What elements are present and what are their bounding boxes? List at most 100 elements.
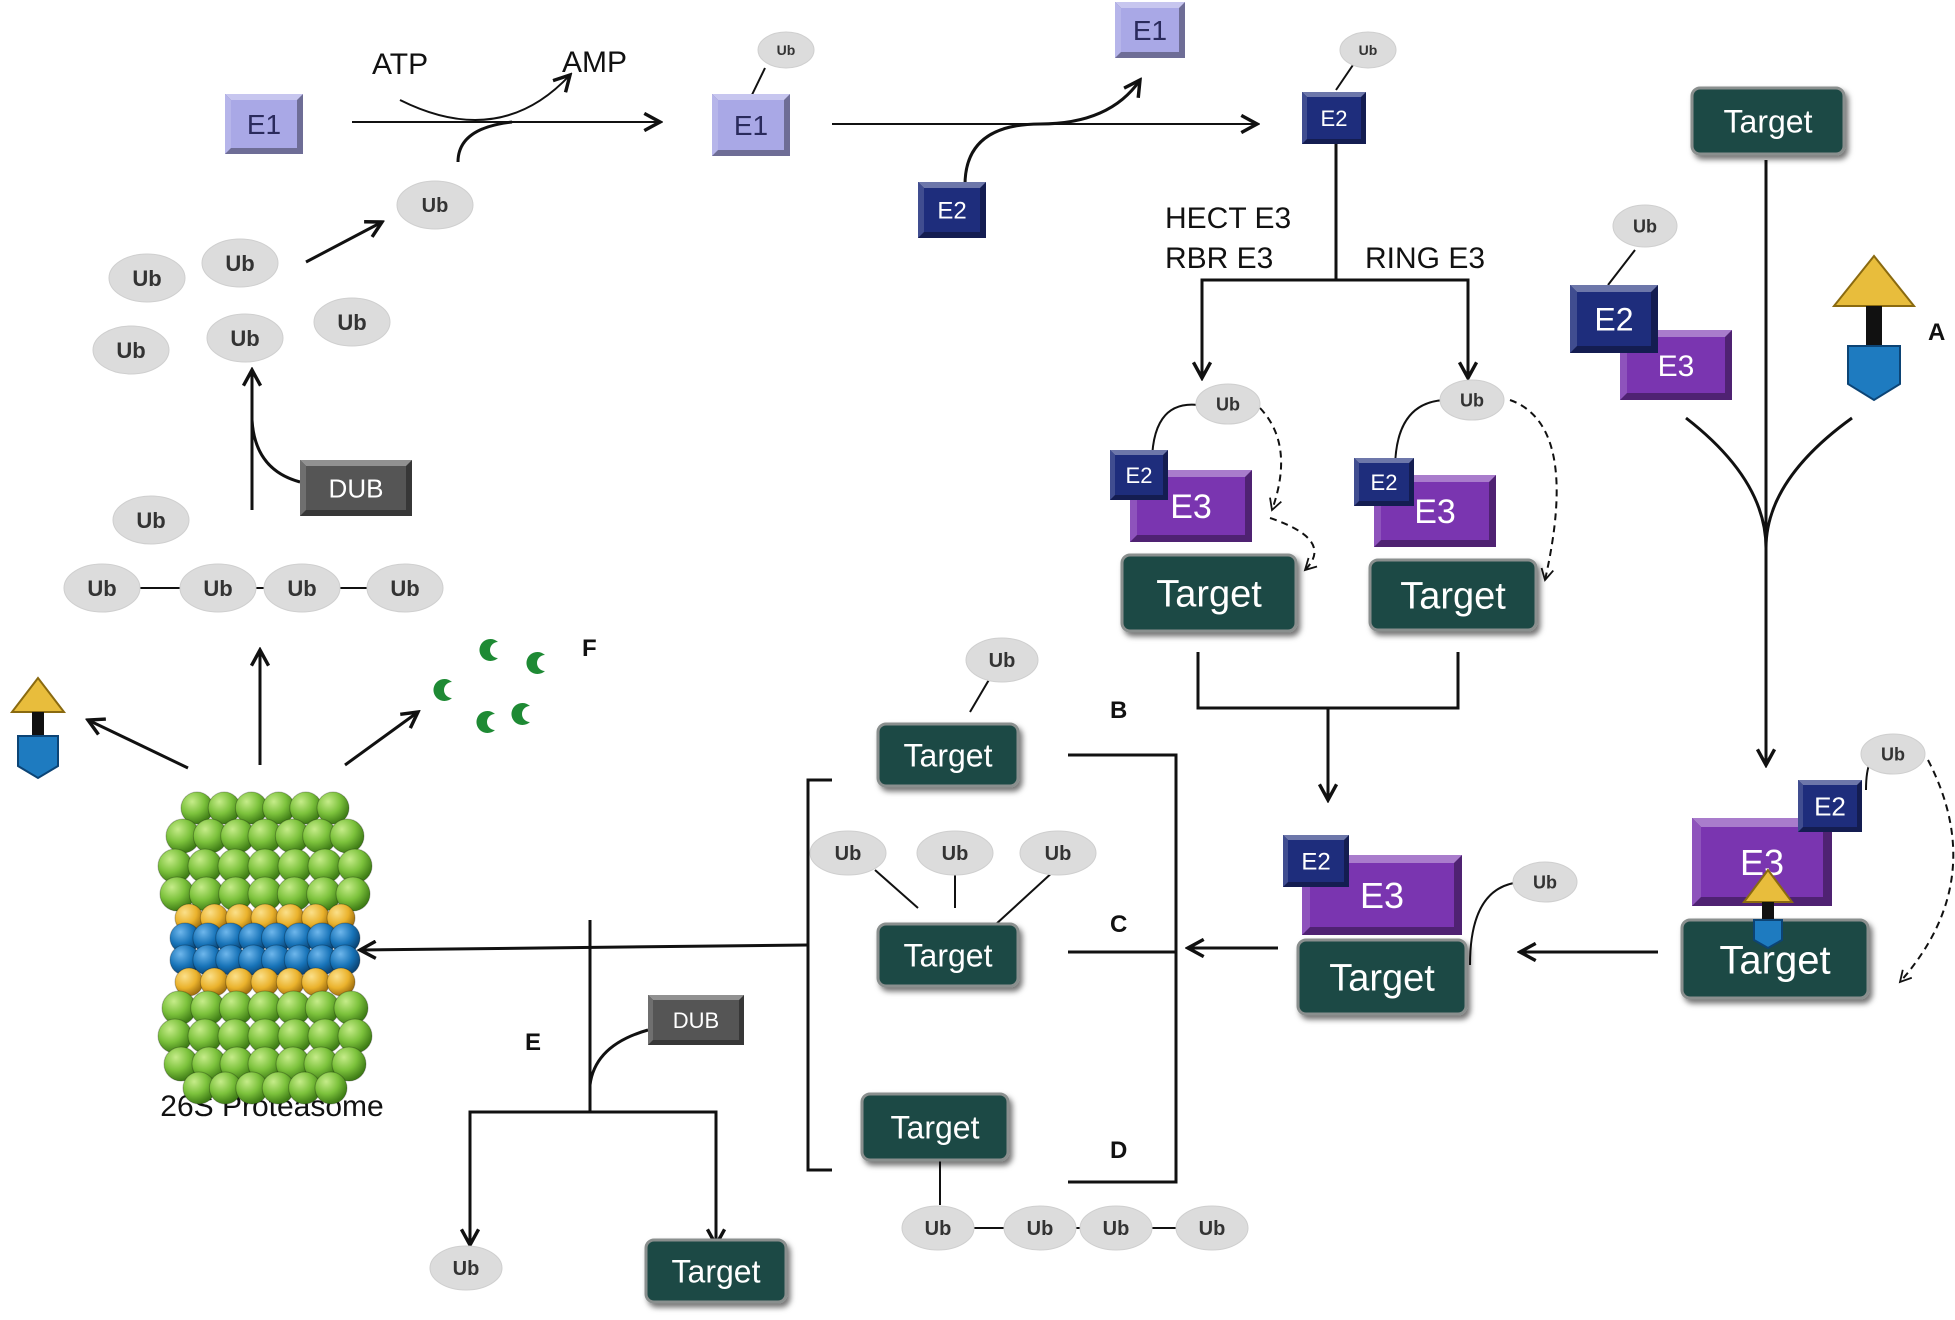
e2-ring-box: E2 bbox=[1354, 458, 1414, 506]
target-middle-label: Target bbox=[1329, 958, 1435, 1000]
target-top-right-label: Target bbox=[1724, 104, 1813, 140]
e2-ub-box: E2 bbox=[1302, 92, 1366, 144]
ub-pool-1-label: Ub bbox=[132, 266, 161, 291]
ub-chain-3-label: Ub bbox=[287, 576, 316, 601]
ub-on-e1: Ub bbox=[757, 31, 815, 69]
e1-ub-box-label: E1 bbox=[734, 110, 768, 141]
target-multi-ub: Target bbox=[876, 922, 1020, 988]
target-free-e: Target bbox=[644, 1238, 788, 1304]
ub-middle-label: Ub bbox=[1533, 872, 1557, 892]
proteasome-26s-icon bbox=[157, 791, 373, 1105]
ub-free-e: Ub bbox=[429, 1245, 503, 1291]
ub-multi-3: Ub bbox=[1019, 830, 1097, 876]
e1-ub-box: E1 bbox=[712, 94, 790, 156]
ub-chain-1: Ub bbox=[63, 563, 141, 613]
label-d: D bbox=[1110, 1137, 1127, 1164]
ub-poly-2-label: Ub bbox=[1027, 1218, 1054, 1240]
ub-pool-5: Ub bbox=[313, 297, 391, 347]
arrow-atp-amp bbox=[399, 75, 570, 121]
ub-entry-curve bbox=[456, 120, 513, 163]
label-b: B bbox=[1110, 697, 1127, 724]
e2-hect-box-label: E2 bbox=[1126, 463, 1153, 488]
ub-hect: Ub bbox=[1195, 383, 1261, 425]
target-free-e-label: Target bbox=[672, 1254, 761, 1290]
target-hect-label: Target bbox=[1156, 574, 1262, 616]
arrow-release-substrate bbox=[88, 720, 189, 770]
ub-pool-3: Ub bbox=[92, 325, 170, 375]
e3-middle-box-label: E3 bbox=[1360, 875, 1404, 916]
ub-free-e-label: Ub bbox=[453, 1258, 480, 1280]
e2-ring-box-label: E2 bbox=[1371, 470, 1398, 495]
e3-free-box: E3 bbox=[1620, 330, 1732, 400]
ub-ring: Ub bbox=[1439, 379, 1505, 421]
peptide-fragments bbox=[433, 639, 545, 733]
ub-poly-4: Ub bbox=[1175, 1205, 1249, 1251]
target-mono-ub: Target bbox=[876, 722, 1020, 788]
released-base-icon bbox=[17, 735, 59, 780]
label-c: C bbox=[1110, 911, 1127, 938]
dub-cleave-box: DUB bbox=[648, 995, 744, 1045]
dub-cleave-box-label: DUB bbox=[673, 1008, 719, 1033]
e1-released-box-label: E1 bbox=[1133, 15, 1167, 46]
ub-mono: Ub bbox=[965, 637, 1039, 683]
atp-label: ATP bbox=[372, 48, 428, 81]
ub-middle: Ub bbox=[1512, 861, 1578, 903]
arrow-e2-transfer bbox=[963, 80, 1140, 186]
dub-cleave-curve bbox=[588, 1028, 649, 1086]
substrate-a bbox=[1831, 254, 1917, 402]
substrate-base-icon bbox=[1847, 345, 1901, 402]
peptide-fragment-icon bbox=[526, 652, 545, 674]
connectors bbox=[88, 61, 1955, 1245]
ub-activation: Ub bbox=[396, 180, 474, 230]
ub-right-bottom-label: Ub bbox=[1881, 744, 1905, 764]
merge-curve-left bbox=[1685, 416, 1768, 549]
ub-chain-2: Ub bbox=[179, 563, 257, 613]
e1-released-box: E1 bbox=[1115, 2, 1185, 58]
ub-pool-3-label: Ub bbox=[116, 338, 145, 363]
e2-free-box: E2 bbox=[918, 182, 986, 238]
rbr-e3-label: RBR E3 bbox=[1165, 242, 1273, 275]
target-ring: Target bbox=[1368, 558, 1538, 632]
ub-hect-label: Ub bbox=[1216, 394, 1240, 414]
target-top-right: Target bbox=[1690, 86, 1846, 156]
ub-pool-4: Ub bbox=[206, 313, 284, 363]
substrate-linker bbox=[1866, 306, 1882, 346]
ub-pool-6-label: Ub bbox=[136, 508, 165, 533]
bracket-right bbox=[1068, 753, 1178, 1184]
e2-right-box-label: E2 bbox=[1814, 791, 1846, 821]
released-linker bbox=[32, 712, 44, 736]
bracket-left bbox=[806, 778, 832, 1172]
bound-substrate-base-icon bbox=[1753, 919, 1783, 950]
peptide-fragment-icon bbox=[511, 703, 530, 725]
substrate-triangle-icon bbox=[1831, 254, 1917, 307]
ub-chain-2-label: Ub bbox=[203, 576, 232, 601]
hect-e3-label: HECT E3 bbox=[1165, 202, 1291, 235]
e2-right-box: E2 bbox=[1798, 780, 1862, 832]
ub-right-bottom: Ub bbox=[1860, 733, 1926, 775]
label-f: F bbox=[582, 635, 597, 662]
ub-activation-label: Ub bbox=[422, 195, 449, 217]
ub-poly-4-label: Ub bbox=[1199, 1218, 1226, 1240]
target-ring-label: Target bbox=[1400, 576, 1506, 618]
label-e: E bbox=[525, 1029, 541, 1056]
ub-poly-3-label: Ub bbox=[1103, 1218, 1130, 1240]
e2-hect-box: E2 bbox=[1110, 450, 1168, 500]
ub-pool-4-label: Ub bbox=[230, 326, 259, 351]
e2-bound-box: E2 bbox=[1570, 285, 1658, 353]
substrate-released bbox=[9, 676, 67, 780]
ub-multi-1-label: Ub bbox=[835, 843, 862, 865]
e3-hect-box-label: E3 bbox=[1170, 488, 1212, 526]
ub-on-e2-top-label: Ub bbox=[1359, 42, 1378, 58]
e1-box-label: E1 bbox=[247, 109, 281, 140]
released-triangle-icon bbox=[9, 676, 67, 713]
arrow-release-peptides bbox=[344, 712, 418, 767]
ub-pool-5-label: Ub bbox=[337, 310, 366, 335]
ub-pool-2-label: Ub bbox=[225, 251, 254, 276]
e1-box: E1 bbox=[225, 94, 303, 154]
e2-middle-box-label: E2 bbox=[1301, 849, 1330, 876]
dub-recycle-box-label: DUB bbox=[329, 473, 384, 503]
peptide-fragment-icon bbox=[433, 679, 452, 701]
ub-on-e1-label: Ub bbox=[777, 42, 796, 58]
ub-poly-1-label: Ub bbox=[925, 1218, 952, 1240]
ub-pool-6: Ub bbox=[112, 495, 190, 545]
